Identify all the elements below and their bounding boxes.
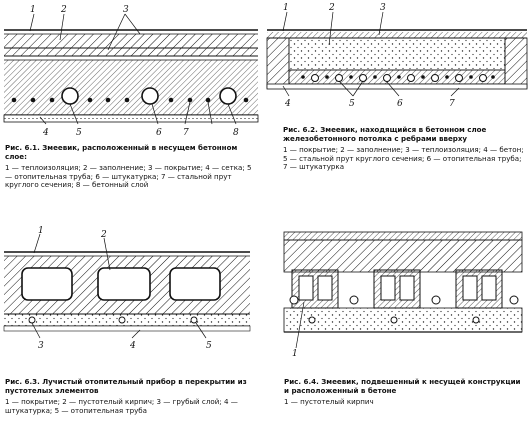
figure-6-3-caption-title: Рис. 6.3. Лучистый отопительный прибор в…: [5, 377, 247, 395]
figure-6-2-caption: Рис. 6.2. Змеевик, находящийся в бетонно…: [283, 125, 527, 172]
fig-6-1-callout-1: 1: [30, 5, 36, 15]
fig-6-3-callout-5: 5: [206, 341, 212, 351]
fig-6-2-callout-7: 7: [449, 99, 455, 109]
figure-6-1-drawing: 1 2 3 4 5 6 7 8: [3, 5, 259, 138]
fig-6-1-callout-3: 3: [123, 5, 129, 15]
fig-6-2-callout-1: 1: [283, 3, 289, 13]
figure-6-1-caption-title: Рис. 6.1. Змеевик, расположенный в несущ…: [5, 143, 238, 161]
figure-6-4-drawing: 1: [283, 231, 523, 359]
figure-6-4: 1 Рис. 6.4. Змеевик, подвешенный к несущ…: [282, 222, 531, 441]
figure-6-4-caption-legend: 1 — пустотелый кирпич: [284, 397, 374, 407]
figure-6-4-caption-title: Рис. 6.4. Змеевик, подвешенный к несущей…: [284, 377, 521, 395]
fig-6-2-callout-5: 5: [349, 99, 355, 109]
figure-6-1-caption-legend: 1 — теплоизоляция; 2 — заполнение; 3 — п…: [5, 163, 252, 190]
figure-6-3-caption-legend: 1 — покрытие; 2 — пустотелый кирпич; 3 —…: [5, 397, 238, 415]
figure-6-3-caption: Рис. 6.3. Лучистый отопительный прибор в…: [5, 377, 255, 415]
fig-6-1-callout-6: 6: [156, 128, 162, 138]
fig-6-2-callout-3: 3: [380, 3, 386, 13]
fig-6-2-callout-6: 6: [397, 99, 403, 109]
fig-6-2-callout-4: 4: [284, 99, 291, 109]
fig-6-3-callout-2: 2: [100, 230, 107, 240]
figure-6-2-caption-legend: 1 — покрытие; 2 — заполнение; 3 — теплои…: [283, 145, 524, 172]
figure-6-2-caption-title: Рис. 6.2. Змеевик, находящийся в бетонно…: [283, 125, 487, 143]
figure-6-3-drawing: 1 2 3 4 5: [3, 226, 251, 351]
fig-6-3-callout-4: 4: [129, 341, 136, 351]
fig-6-4-callout-1: 1: [292, 349, 298, 359]
fig-6-2-callout-2: 2: [328, 3, 335, 13]
fig-6-1-callout-8: 8: [233, 128, 239, 138]
figure-6-3: 1 2 3 4 5 Рис. 6.3. Лучистый отопительны…: [0, 222, 262, 441]
fig-6-3-callout-1: 1: [38, 226, 44, 236]
figure-6-1: 1 2 3 4 5 6 7 8 Рис. 6.1. Змеевик, распо…: [0, 0, 260, 220]
fig-6-1-callout-4: 4: [42, 128, 49, 138]
fig-6-1-callout-2: 2: [60, 5, 67, 15]
fig-6-3-callout-3: 3: [38, 341, 44, 351]
figure-6-2: 1 2 3 4 5 6 7 Рис. 6.2. Змеевик, находящ…: [265, 0, 531, 220]
figure-6-1-caption: Рис. 6.1. Змеевик, расположенный в несущ…: [5, 143, 255, 190]
figure-6-2-drawing: 1 2 3 4 5 6 7: [266, 3, 528, 109]
figure-6-4-caption: Рис. 6.4. Змеевик, подвешенный к несущей…: [284, 377, 526, 407]
fig-6-1-callout-7: 7: [183, 128, 189, 138]
fig-6-1-callout-5: 5: [76, 128, 82, 138]
